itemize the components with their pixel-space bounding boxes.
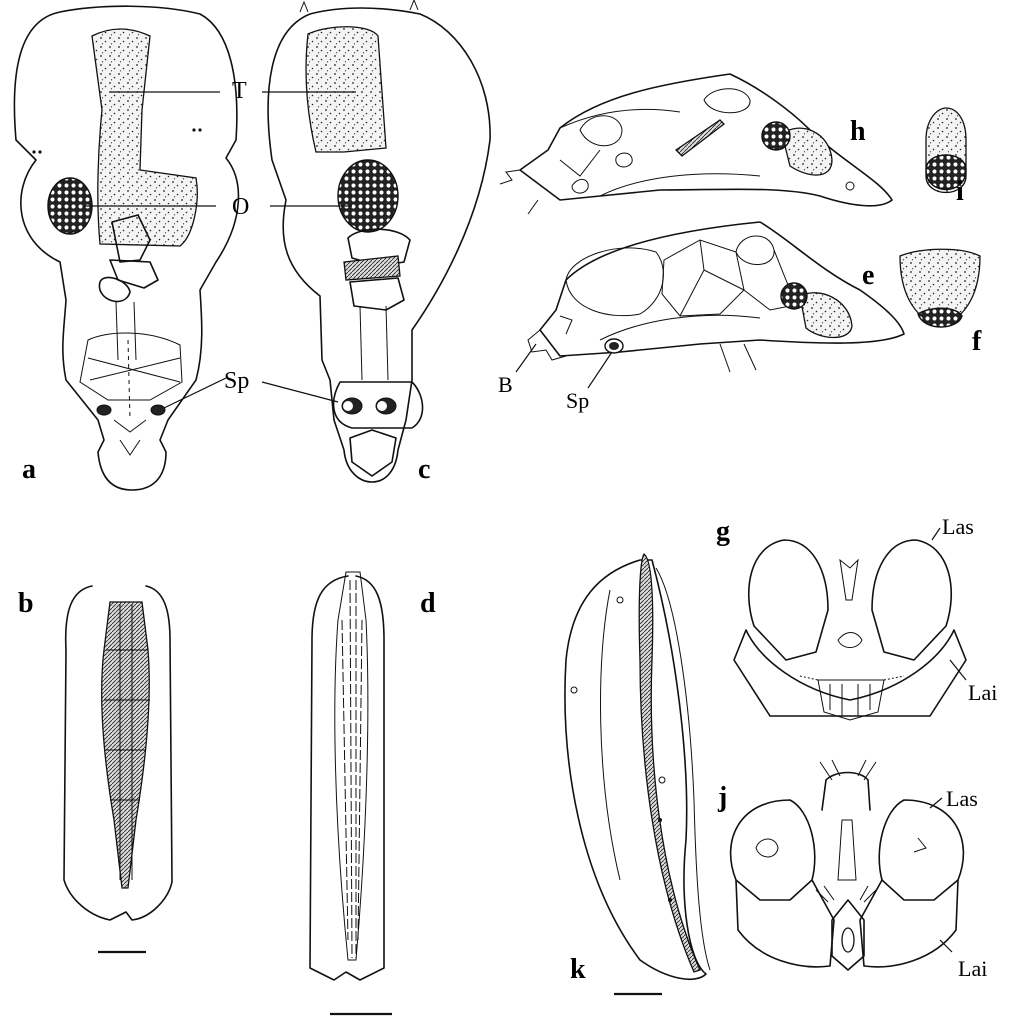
- panel-letter-a: a: [22, 454, 36, 485]
- panel-letter-c: c: [418, 454, 430, 485]
- label-Las-j: Las: [946, 786, 978, 811]
- label-Lai-g: Lai: [968, 680, 997, 705]
- panel-a-head-dorsal: [14, 6, 238, 490]
- panel-d-mandible-view: [310, 572, 392, 1014]
- leader-Las-g: [932, 528, 940, 540]
- panel-k-mandible-lateral: [565, 554, 710, 994]
- panel-letter-e: e: [862, 260, 874, 291]
- panel-letter-d: d: [420, 588, 436, 619]
- leader-Sp-e: [588, 352, 612, 388]
- leader-B: [516, 344, 536, 372]
- label-Lai-j: Lai: [958, 956, 987, 981]
- label-B: B: [498, 372, 513, 397]
- label-Sp-a: Sp: [224, 368, 249, 394]
- panel-f-eye-detail: [900, 249, 980, 327]
- panel-h-lateral-view: [500, 74, 892, 214]
- panel-letter-g: g: [716, 516, 730, 547]
- panel-letter-h: h: [850, 116, 866, 147]
- panel-letter-k: k: [570, 954, 586, 985]
- panel-letter-f: f: [972, 326, 982, 357]
- label-O: O: [232, 194, 249, 220]
- panel-b-mandible-view: [64, 586, 172, 952]
- panel-g-labium-view: [734, 540, 966, 720]
- panel-j-labium-view: [731, 760, 964, 970]
- panel-letter-b: b: [18, 588, 34, 619]
- label-Las-g: Las: [942, 514, 974, 539]
- panel-e-lateral-view: [528, 222, 904, 372]
- panel-c-head-ventral: [268, 0, 490, 482]
- label-T: T: [232, 78, 247, 104]
- panel-letter-j: j: [717, 782, 727, 813]
- panel-letter-i: i: [956, 176, 964, 207]
- label-Sp-e: Sp: [566, 388, 589, 413]
